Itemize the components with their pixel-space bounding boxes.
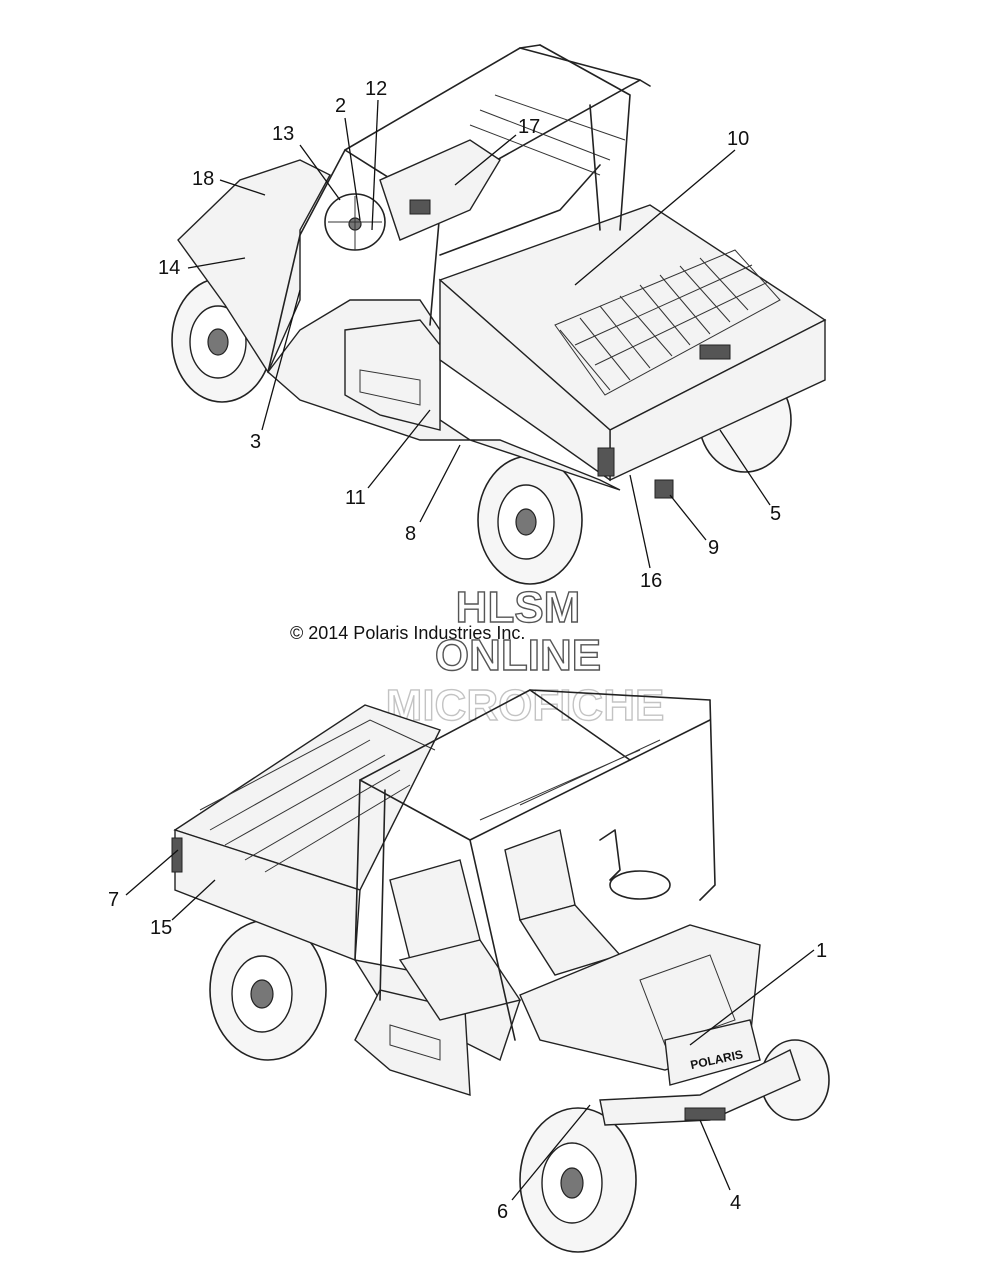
watermark-line-1: HLSM xyxy=(456,583,581,632)
steering-wheel-bottom xyxy=(609,870,671,900)
callout-3: 3 xyxy=(250,431,261,453)
callout-17: 17 xyxy=(518,116,540,138)
steering-wheel xyxy=(324,193,386,251)
callout-14: 14 xyxy=(158,257,180,279)
copyright-text: © 2014 Polaris Industries Inc. xyxy=(290,623,525,643)
front-bumper xyxy=(599,1049,801,1126)
callout-2: 2 xyxy=(335,95,346,117)
vehicle-rear-view xyxy=(171,44,827,585)
vehicle-front-view: POLARIS xyxy=(171,689,830,1253)
front-left-wheel-bottom xyxy=(519,1107,637,1253)
callout-11: 11 xyxy=(345,487,366,509)
callout-15: 15 xyxy=(150,917,172,939)
front-grille xyxy=(664,1019,761,1086)
callout-5: 5 xyxy=(770,503,781,525)
watermark-line-2: ONLINE xyxy=(435,631,601,680)
callout-16: 16 xyxy=(640,570,662,592)
watermark: HLSM ONLINE MICROFICHE xyxy=(385,582,665,730)
callout-7: 7 xyxy=(108,889,119,911)
front-hood xyxy=(177,159,331,374)
callout-6: 6 xyxy=(497,1201,508,1223)
watermark-line-3: MICROFICHE xyxy=(386,681,665,730)
callout-12: 12 xyxy=(365,78,387,100)
callout-1: 1 xyxy=(816,940,827,962)
roll-cage-bottom xyxy=(354,689,716,1041)
callouts-bottom: 7 15 1 6 4 xyxy=(108,849,827,1223)
cargo-bed xyxy=(438,204,827,499)
callouts-top: 2 12 13 17 18 14 10 3 11 8 16 9 5 xyxy=(158,78,781,592)
callout-10: 10 xyxy=(727,128,749,150)
callout-4: 4 xyxy=(730,1192,741,1214)
callout-8: 8 xyxy=(405,523,416,545)
cargo-bed-bottom xyxy=(171,704,441,961)
rear-left-wheel-bottom xyxy=(209,919,327,1061)
dashboard xyxy=(379,139,501,241)
callout-18: 18 xyxy=(192,168,214,190)
callout-13: 13 xyxy=(272,123,294,145)
seats xyxy=(389,829,622,1021)
callout-9: 9 xyxy=(708,537,719,559)
rear-left-wheel xyxy=(477,455,583,585)
